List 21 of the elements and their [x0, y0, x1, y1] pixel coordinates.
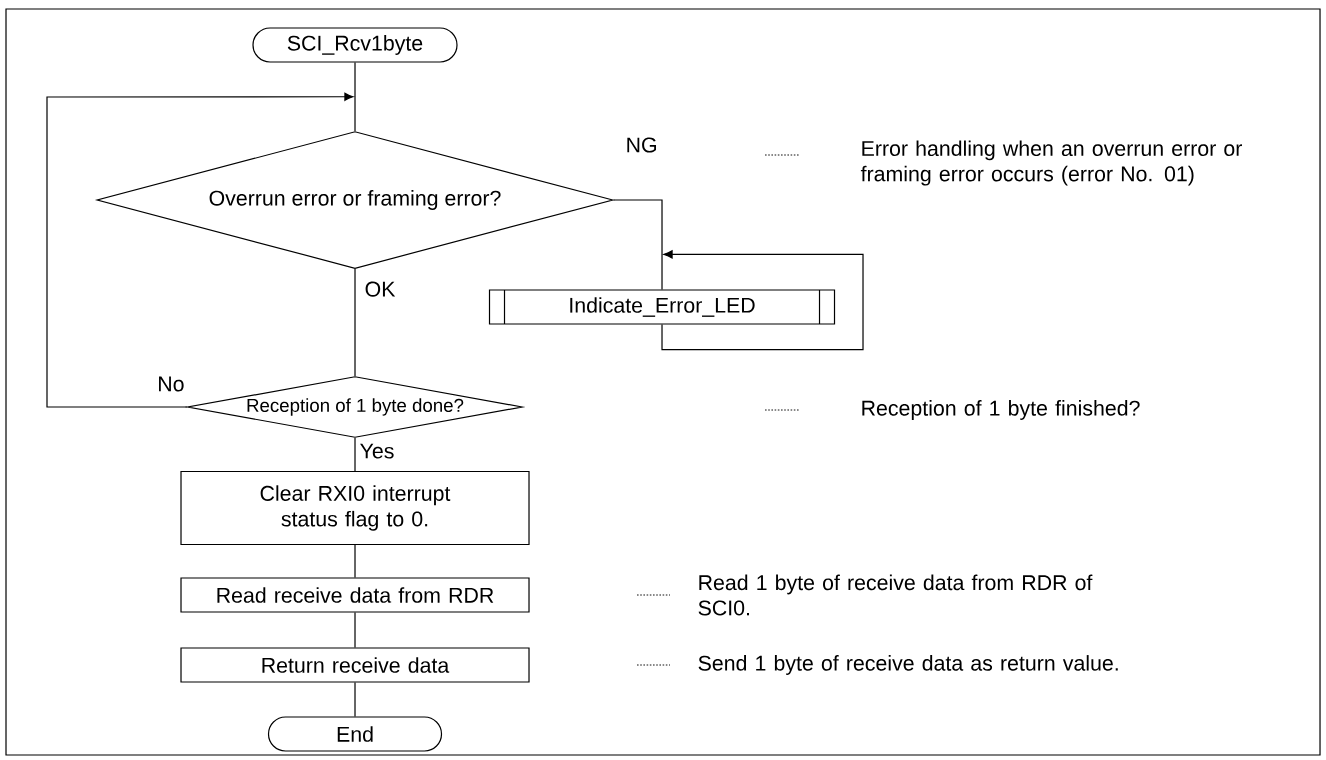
edge-label: Yes [360, 443, 394, 459]
connector [354, 682, 356, 717]
connector [661, 250, 864, 351]
note-text: Reception of 1 byte finished? [862, 400, 1140, 420]
edge-label: OK [365, 281, 396, 297]
process-box: Read receive data from RDR [180, 577, 530, 613]
connector [354, 544, 356, 578]
subroutine-box: Indicate_Error_LED [488, 289, 836, 325]
connector [354, 612, 356, 648]
process-box: Clear RXI0 interrupt status flag to 0. [180, 470, 530, 546]
process-box: Return receive data [180, 647, 530, 683]
edge-label: No [159, 376, 184, 392]
connector [354, 268, 356, 377]
note-text: Error handling when an overrun error or framing error occurs (error No. 01) [860, 140, 1242, 186]
edge-label: NG [627, 137, 656, 153]
connector [613, 199, 663, 290]
note-text: Send 1 byte of receive data as return value. [698, 655, 1118, 675]
note-text: Read 1 byte of receive data from RDR of SCI0. [698, 574, 1093, 616]
connector [46, 92, 354, 408]
connector [354, 62, 356, 132]
connector [354, 437, 356, 472]
